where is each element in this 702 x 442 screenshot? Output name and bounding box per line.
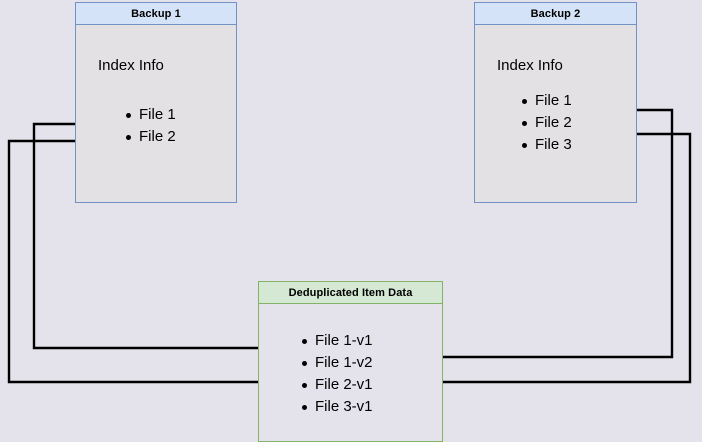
- list-item[interactable]: File 1: [123, 104, 176, 126]
- node-backup-1-body: Index Info File 1 File 2: [76, 25, 236, 202]
- list-item[interactable]: File 3: [519, 134, 572, 156]
- node-backup-1-title: Backup 1: [76, 3, 236, 25]
- list-item[interactable]: File 1-v1: [299, 330, 373, 352]
- node-backup-2-title: Backup 2: [475, 3, 636, 25]
- list-item[interactable]: File 2-v1: [299, 374, 373, 396]
- list-item[interactable]: File 1-v2: [299, 352, 373, 374]
- node-backup-1[interactable]: Backup 1 Index Info File 1 File 2: [75, 2, 237, 203]
- backup-1-file-list: File 1 File 2: [123, 104, 176, 148]
- list-item[interactable]: File 1: [519, 90, 572, 112]
- node-deduplicated-item-data-body: File 1-v1 File 1-v2 File 2-v1 File 3-v1: [259, 304, 442, 441]
- list-item[interactable]: File 2: [519, 112, 572, 134]
- node-backup-2[interactable]: Backup 2 Index Info File 1 File 2 File 3: [474, 2, 637, 203]
- dedup-file-list: File 1-v1 File 1-v2 File 2-v1 File 3-v1: [299, 330, 373, 418]
- backup-2-file-list: File 1 File 2 File 3: [519, 90, 572, 156]
- backup-2-index-info-label: Index Info: [497, 57, 563, 74]
- list-item[interactable]: File 2: [123, 126, 176, 148]
- node-deduplicated-item-data[interactable]: Deduplicated Item Data File 1-v1 File 1-…: [258, 281, 443, 442]
- list-item[interactable]: File 3-v1: [299, 396, 373, 418]
- node-backup-2-body: Index Info File 1 File 2 File 3: [475, 25, 636, 202]
- backup-1-index-info-label: Index Info: [98, 57, 164, 74]
- node-deduplicated-item-data-title: Deduplicated Item Data: [259, 282, 442, 304]
